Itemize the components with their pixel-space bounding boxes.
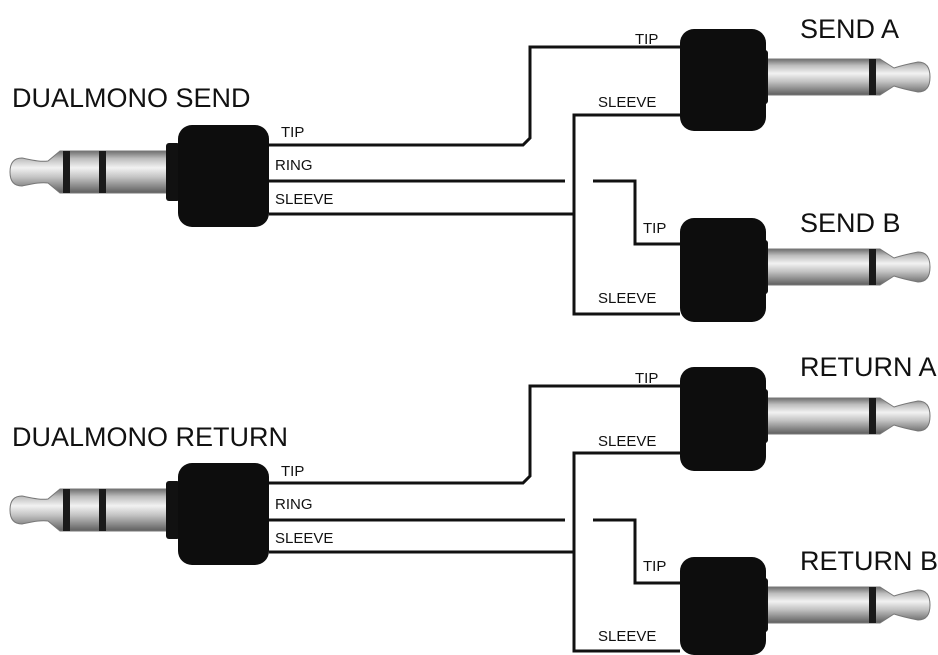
plug-housing [178, 125, 269, 227]
plug-insulator-ring [869, 59, 876, 95]
plug-housing [680, 557, 766, 655]
send-a-plug [680, 29, 931, 131]
sleeve-bus [572, 113, 680, 316]
return-a-tip-label: TIP [635, 370, 658, 387]
send-group: TIP RING SLEEVE TIP SLEEVE TIP SLEEVE DU… [9, 14, 931, 322]
plug-insulator-ring [99, 151, 106, 193]
return-a-sleeve-label: SLEEVE [598, 433, 656, 450]
plug-insulator-ring [99, 489, 106, 531]
sleeve-bus [572, 451, 680, 653]
send-stereo-plug [9, 125, 269, 227]
plug-housing [680, 29, 766, 131]
plug-collar [166, 143, 180, 201]
plug-housing [680, 367, 766, 471]
return-b-title: RETURN B [800, 546, 938, 576]
send-a-tip-label: TIP [635, 31, 658, 48]
return-b-tip-label: TIP [643, 558, 666, 575]
plug-insulator-ring [63, 151, 70, 193]
return-title: DUALMONO RETURN [12, 422, 288, 452]
plug-insulator-ring [869, 398, 876, 434]
plug-shaft [761, 586, 931, 624]
return-b-sleeve-label: SLEEVE [598, 628, 656, 645]
return-a-plug [680, 367, 931, 471]
ring-wire-continued [593, 518, 680, 585]
send-b-title: SEND B [800, 208, 901, 238]
return-b-plug [680, 557, 931, 655]
plug-housing [178, 463, 269, 565]
plug-insulator-ring [869, 587, 876, 623]
tip-wire [269, 384, 680, 485]
send-title: DUALMONO SEND [12, 83, 251, 113]
stereo-ring-label: RING [275, 496, 313, 513]
stereo-sleeve-label: SLEEVE [275, 530, 333, 547]
plug-housing [680, 218, 766, 322]
plug-shaft [761, 397, 931, 435]
ring-wire-continued [593, 179, 680, 246]
plug-shaft [9, 488, 179, 532]
plug-shaft [761, 58, 931, 96]
plug-collar [166, 481, 180, 539]
send-b-tip-label: TIP [643, 220, 666, 237]
plug-shaft [761, 248, 931, 286]
return-group: TIP RING SLEEVE TIP SLEEVE TIP SLEEVE DU… [9, 352, 938, 655]
stereo-sleeve-label: SLEEVE [275, 191, 333, 208]
plug-shaft [9, 150, 179, 194]
plug-insulator-ring [869, 249, 876, 285]
send-a-sleeve-label: SLEEVE [598, 94, 656, 111]
send-b-sleeve-label: SLEEVE [598, 290, 656, 307]
stereo-ring-label: RING [275, 157, 313, 174]
return-a-title: RETURN A [800, 352, 937, 382]
plug-insulator-ring [63, 489, 70, 531]
stereo-tip-label: TIP [281, 124, 304, 141]
stereo-tip-label: TIP [281, 463, 304, 480]
return-stereo-plug [9, 463, 269, 565]
tip-wire [269, 45, 680, 147]
send-b-plug [680, 218, 931, 322]
send-a-title: SEND A [800, 14, 899, 44]
